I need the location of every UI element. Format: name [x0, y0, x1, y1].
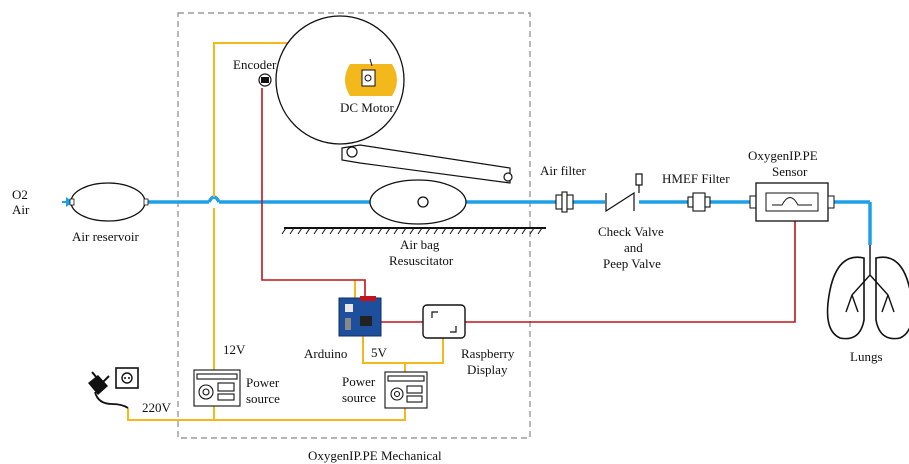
power-source-12v — [193, 369, 241, 407]
check-valve-label: Check Valve — [598, 224, 664, 239]
dc-motor-icon — [361, 69, 376, 87]
lungs-label: Lungs — [850, 349, 883, 364]
mechanical-enclosure — [177, 12, 531, 439]
peep-valve-label: Peep Valve — [603, 256, 661, 271]
5v-label: 5V — [371, 345, 388, 360]
lever-arm — [341, 144, 513, 184]
sensor-name-label: OxygenIP.PE — [748, 148, 818, 163]
12v-label: 12V — [223, 342, 246, 357]
air-filter-icon — [555, 191, 574, 213]
arduino-board — [338, 296, 382, 337]
display-label: Display — [467, 362, 508, 377]
hmef-filter-label: HMEF Filter — [662, 171, 730, 186]
air-inlet-arrow — [66, 197, 73, 207]
raspberry-label: Raspberry — [461, 346, 515, 361]
air-flow-line — [62, 195, 872, 245]
arduino-label: Arduino — [304, 346, 347, 361]
air-bag-label: Air bag — [400, 237, 440, 252]
dc-motor-label: DC Motor — [340, 100, 394, 115]
power-plug-icon — [88, 367, 139, 409]
encoder-label: Encoder — [233, 57, 277, 72]
power-source-b-label-1: Power — [342, 374, 376, 389]
air-filter-label: Air filter — [540, 163, 587, 178]
220v-label: 220V — [142, 400, 172, 415]
power-source-a-label-1: Power — [246, 375, 280, 390]
power-source-a-label-2: source — [246, 391, 280, 406]
air-reservoir — [69, 182, 149, 222]
ground-base — [281, 227, 546, 235]
encoder-icon — [258, 73, 272, 87]
hmef-filter-icon — [687, 192, 711, 212]
power-source-b-label-2: source — [342, 390, 376, 405]
lungs-icon — [826, 245, 909, 340]
power-source-5v — [384, 371, 428, 409]
oxygen-sensor-icon — [749, 182, 835, 222]
air-label: Air — [12, 202, 30, 217]
sensor-label: Sensor — [772, 164, 808, 179]
air-reservoir-label: Air reservoir — [72, 229, 139, 244]
dc-motor-disc — [275, 15, 405, 145]
and-label: and — [624, 240, 643, 255]
o2-label: O2 — [12, 187, 28, 202]
enclosure-title: OxygenIP.PE Mechanical — [308, 448, 442, 463]
raspberry-display — [422, 304, 466, 339]
resuscitator-label: Resuscitator — [389, 253, 454, 268]
air-bag-resuscitator — [369, 179, 467, 225]
check-valve-icon — [605, 173, 643, 213]
